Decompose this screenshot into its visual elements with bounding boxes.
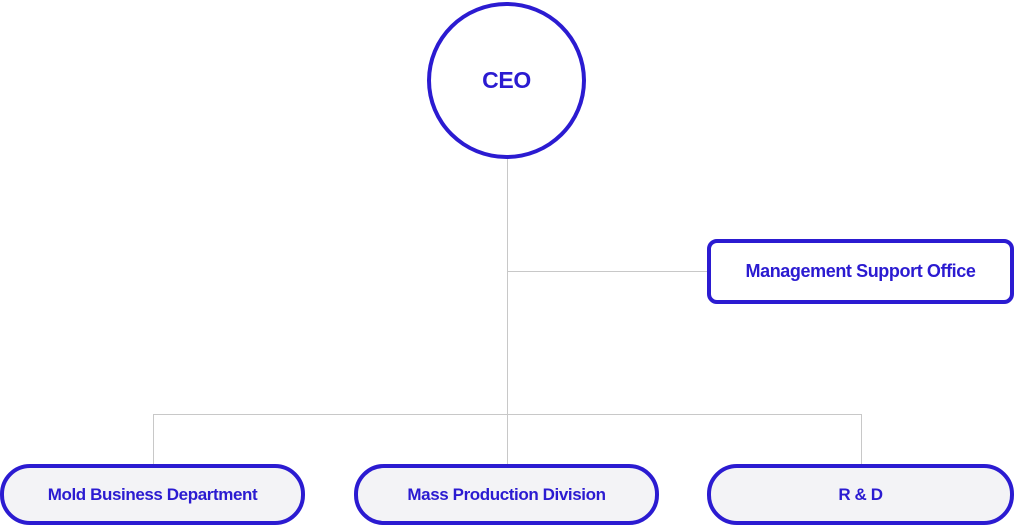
connector-management-branch	[507, 271, 708, 272]
management-support-office-label: Management Support Office	[745, 261, 976, 281]
ceo-label: CEO	[482, 67, 531, 93]
management-support-office-node: Management Support Office	[707, 239, 1014, 304]
mold-business-department-label: Mold Business Department	[47, 484, 258, 504]
mass-production-division-node: Mass Production Division	[354, 464, 659, 525]
connector-ceo-trunk	[507, 159, 508, 465]
ceo-node: CEO	[427, 2, 586, 159]
connector-department-bus	[153, 414, 862, 415]
r-and-d-node: R & D	[707, 464, 1014, 525]
r-and-d-label: R & D	[838, 484, 883, 504]
connector-department-3	[861, 414, 862, 465]
mass-production-division-label: Mass Production Division	[407, 484, 606, 504]
connector-department-1	[153, 414, 154, 465]
mold-business-department-node: Mold Business Department	[0, 464, 305, 525]
